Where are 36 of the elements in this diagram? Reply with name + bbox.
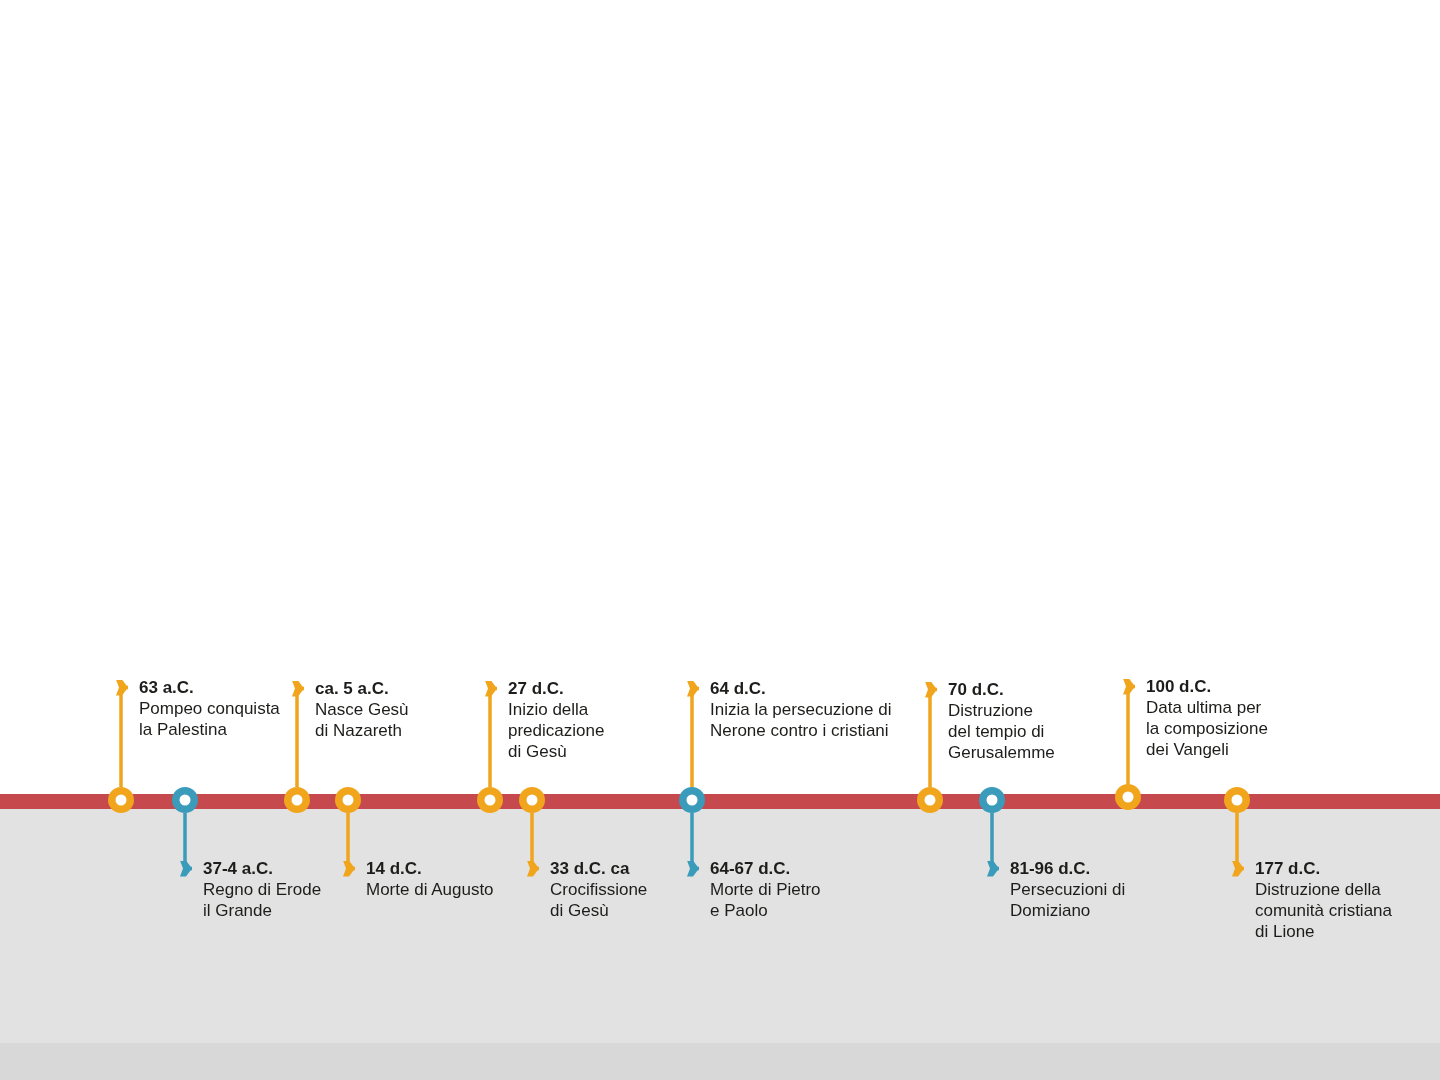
event-description: Crocifissione di Gesù: [550, 879, 649, 921]
event-description: Morte di Pietro e Paolo: [710, 879, 822, 921]
event-date: 100 d.C.: [1146, 676, 1212, 697]
event-description: Distruzione del tempio di Gerusalemme: [948, 700, 1056, 763]
leader-line: [485, 680, 497, 787]
event-description: Persecuzioni di Domiziano: [1010, 879, 1127, 921]
leader-line: [1123, 678, 1135, 784]
leader-line: [687, 680, 699, 787]
leader-line: [343, 813, 355, 877]
event-description: Nasce Gesù di Nazareth: [315, 699, 410, 741]
leader-line: [180, 813, 192, 877]
event-date: 70 d.C.: [948, 679, 1004, 700]
leader-line: [527, 813, 539, 877]
leader-line: [687, 813, 699, 877]
event-description: Regno di Erode il Grande: [203, 879, 323, 921]
event-date: 64-67 d.C.: [710, 858, 791, 879]
event-description: Inizio della predicazione di Gesù: [508, 699, 606, 762]
event-date: 27 d.C.: [508, 678, 564, 699]
leader-line: [925, 681, 937, 787]
event-date: ca. 5 a.C.: [315, 678, 389, 699]
event-description: Pompeo conquista la Palestina: [139, 698, 281, 740]
event-description: Inizia la persecuzione di Nerone contro i cristiani: [710, 699, 893, 741]
event-date: 33 d.C. ca: [550, 858, 630, 879]
leader-line: [116, 679, 128, 787]
event-date: 37-4 a.C.: [203, 858, 273, 879]
event-date: 14 d.C.: [366, 858, 422, 879]
event-description: Data ultima per la composizione dei Vangeli: [1146, 697, 1269, 760]
leader-line: [1232, 813, 1244, 877]
event-date: 177 d.C.: [1255, 858, 1321, 879]
event-description: Morte di Augusto: [366, 879, 495, 900]
event-date: 63 a.C.: [139, 677, 194, 698]
event-description: Distruzione della comunità cristiana di Lione: [1255, 879, 1393, 942]
leader-line: [987, 813, 999, 877]
event-date: 64 d.C.: [710, 678, 766, 699]
event-date: 81-96 d.C.: [1010, 858, 1091, 879]
leader-line: [292, 680, 304, 787]
